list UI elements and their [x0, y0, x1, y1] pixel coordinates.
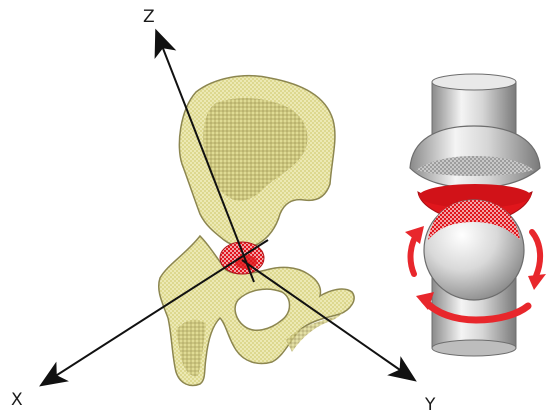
z-axis-label: Z [143, 9, 155, 26]
y-axis-label: Y [425, 397, 435, 414]
x-axis-label: X [11, 392, 23, 409]
ball-and-socket-joint-icon [405, 74, 546, 356]
pelvis-bone-icon [159, 76, 354, 386]
